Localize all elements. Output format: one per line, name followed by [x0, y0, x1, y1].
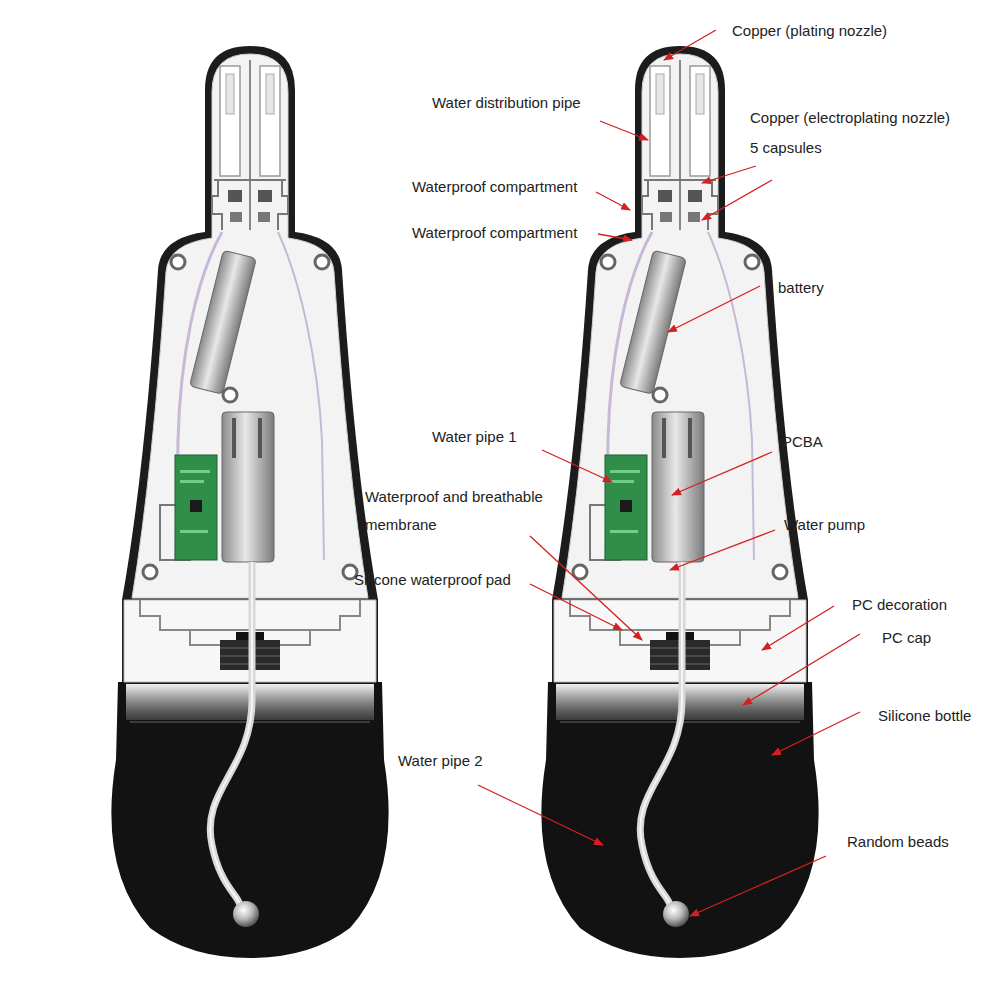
part-label: Water distribution pipe — [432, 94, 581, 112]
leader-lines — [478, 30, 860, 916]
part-label: Water pipe 1 — [432, 428, 517, 446]
part-label: Water pipe 2 — [398, 752, 483, 770]
part-label: Random beads — [847, 833, 949, 851]
part-label: Copper (plating nozzle) — [732, 22, 887, 40]
part-label: PC cap — [882, 629, 931, 647]
part-label: Copper (electroplating nozzle) — [750, 109, 950, 127]
device-left — [111, 46, 388, 958]
part-label: battery — [778, 279, 824, 297]
part-label: Waterproof compartment — [412, 178, 577, 196]
part-label: PC decoration — [852, 596, 947, 614]
part-label: PCBA — [782, 433, 823, 451]
part-label: Water pump — [784, 516, 865, 534]
part-label: Silicone waterproof pad — [354, 571, 511, 589]
device-right — [541, 46, 818, 958]
part-label: Silicone bottle — [878, 707, 971, 725]
part-label: Waterproof and breathable membrane — [365, 483, 580, 539]
part-label: 5 capsules — [750, 139, 822, 157]
part-label: Waterproof compartment — [412, 224, 577, 242]
